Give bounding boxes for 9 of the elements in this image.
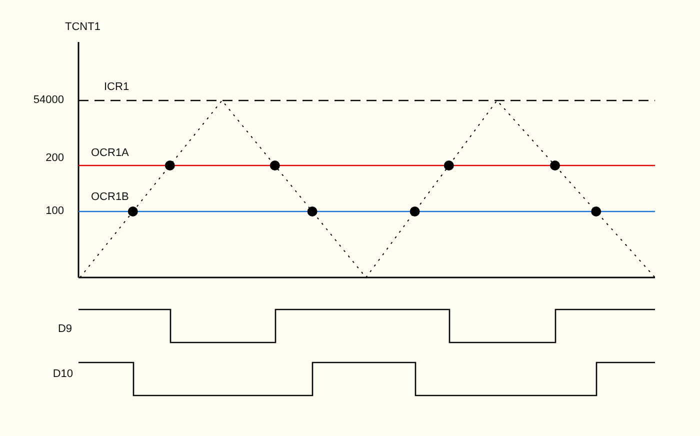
tick-label: 100	[46, 205, 64, 217]
line-label: ICR1	[104, 81, 130, 93]
line-label: OCR1B	[91, 191, 129, 203]
signal-label: D9	[58, 323, 72, 335]
line-label: OCR1A	[91, 147, 129, 159]
tick-label: 200	[46, 152, 64, 164]
signal-label: D10	[52, 368, 73, 380]
axis-label: TCNT1	[65, 21, 100, 33]
tick-label: 54000	[33, 94, 64, 106]
